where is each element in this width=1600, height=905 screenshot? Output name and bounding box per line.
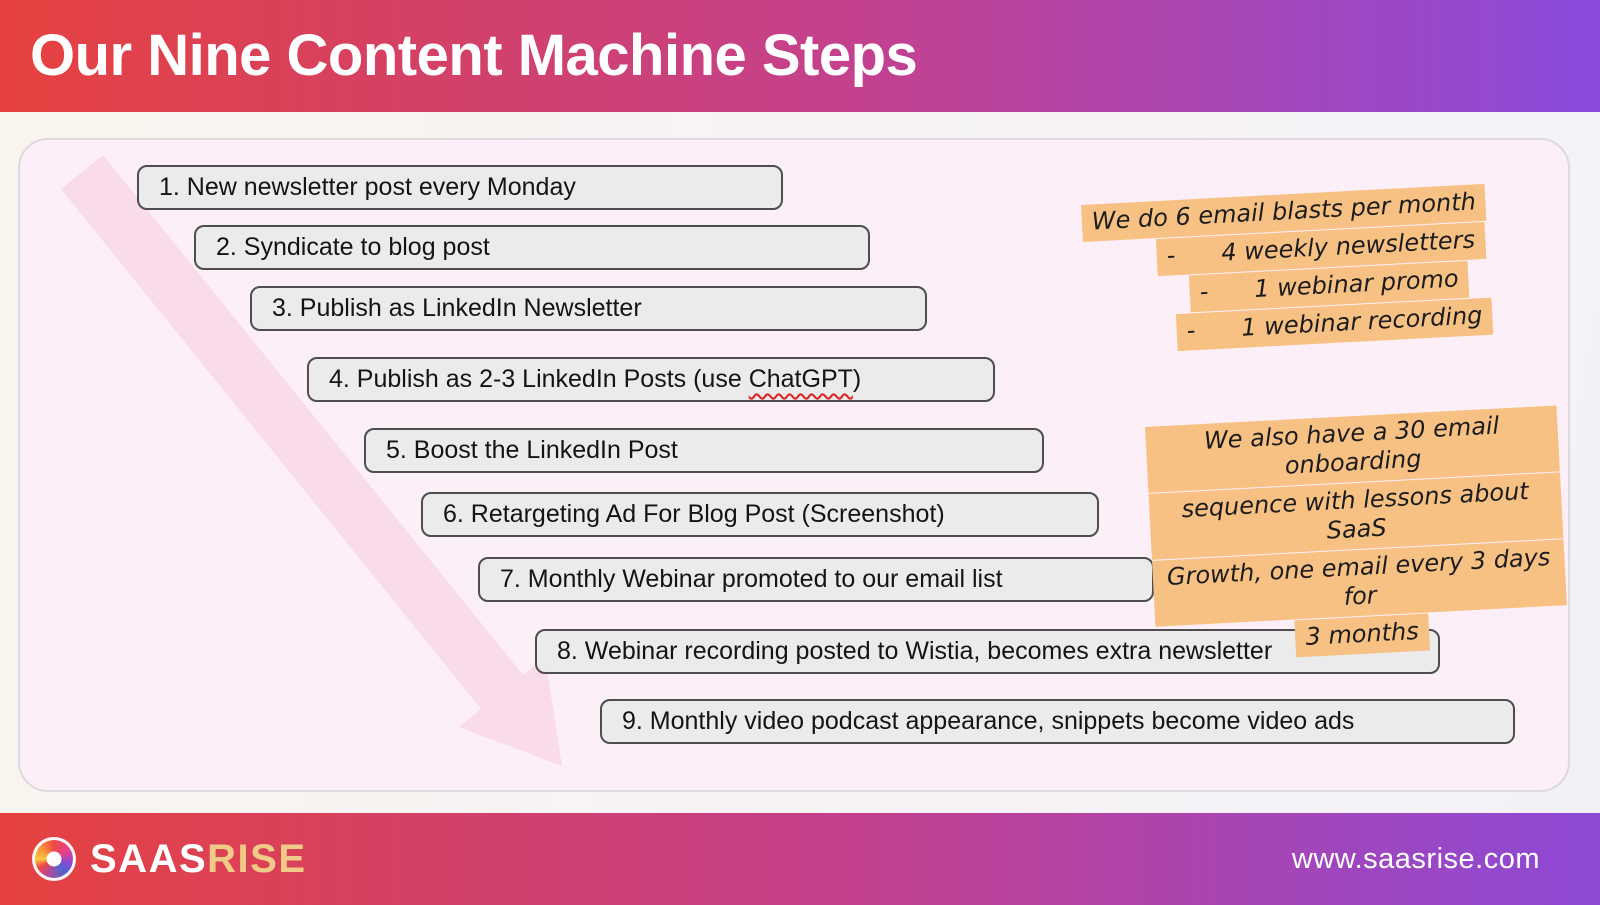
saasrise-logo-icon (32, 837, 76, 881)
step-box-5: 5. Boost the LinkedIn Post (364, 428, 1044, 473)
header-band: Our Nine Content Machine Steps (0, 0, 1600, 112)
step-box-4: 4. Publish as 2-3 LinkedIn Posts (use Ch… (307, 357, 995, 402)
step-box-1: 1. New newsletter post every Monday (137, 165, 783, 210)
step-label: 8. Webinar recording posted to Wistia, b… (557, 637, 1273, 665)
brand-name-primary: SAAS (90, 837, 208, 881)
diagonal-down-arrow-icon (61, 155, 562, 766)
step-box-6: 6. Retargeting Ad For Blog Post (Screens… (421, 492, 1099, 537)
step-box-2: 2. Syndicate to blog post (194, 225, 870, 270)
footer-band: SAASRISE www.saasrise.com (0, 813, 1600, 905)
spellcheck-underlined-word: ChatGPT (748, 365, 853, 393)
note-email-blasts: We do 6 email blasts per month -4 weekly… (1081, 183, 1508, 357)
dash: - (1198, 277, 1210, 306)
gap (1209, 297, 1255, 299)
step-label: 2. Syndicate to blog post (216, 233, 490, 261)
gap (1176, 261, 1222, 263)
step-label: 4. Publish as 2-3 LinkedIn Posts (use (329, 365, 749, 393)
step-box-9: 9. Monthly video podcast appearance, sni… (600, 699, 1515, 744)
dash: - (1185, 316, 1197, 345)
step-box-7: 7. Monthly Webinar promoted to our email… (478, 557, 1154, 602)
step-box-3: 3. Publish as LinkedIn Newsletter (250, 286, 927, 331)
brand-name-secondary: RISE (207, 837, 307, 881)
gap (1196, 336, 1242, 338)
brand-lockup: SAASRISE (32, 837, 307, 881)
page-title: Our Nine Content Machine Steps (30, 23, 918, 88)
content-panel: 1. New newsletter post every Monday 2. S… (18, 138, 1570, 792)
step-label: 1. New newsletter post every Monday (159, 173, 576, 201)
note-item-text: 1 webinar promo (1253, 264, 1460, 304)
step-label: 3. Publish as LinkedIn Newsletter (272, 294, 642, 322)
dash: - (1166, 241, 1177, 270)
website-url: www.saasrise.com (1291, 842, 1540, 875)
step-label: 5. Boost the LinkedIn Post (386, 436, 678, 464)
step-label: 7. Monthly Webinar promoted to our email… (500, 565, 1003, 593)
step-label: 9. Monthly video podcast appearance, sni… (622, 707, 1355, 735)
brand-name: SAASRISE (90, 839, 307, 879)
highlighted-text: 3 months (1294, 613, 1430, 658)
step-box-8: 8. Webinar recording posted to Wistia, b… (535, 629, 1440, 674)
step-label: 6. Retargeting Ad For Blog Post (Screens… (443, 500, 945, 528)
note-onboarding-sequence: We also have a 30 email onboarding seque… (1145, 405, 1569, 665)
step-label: ) (852, 365, 862, 393)
